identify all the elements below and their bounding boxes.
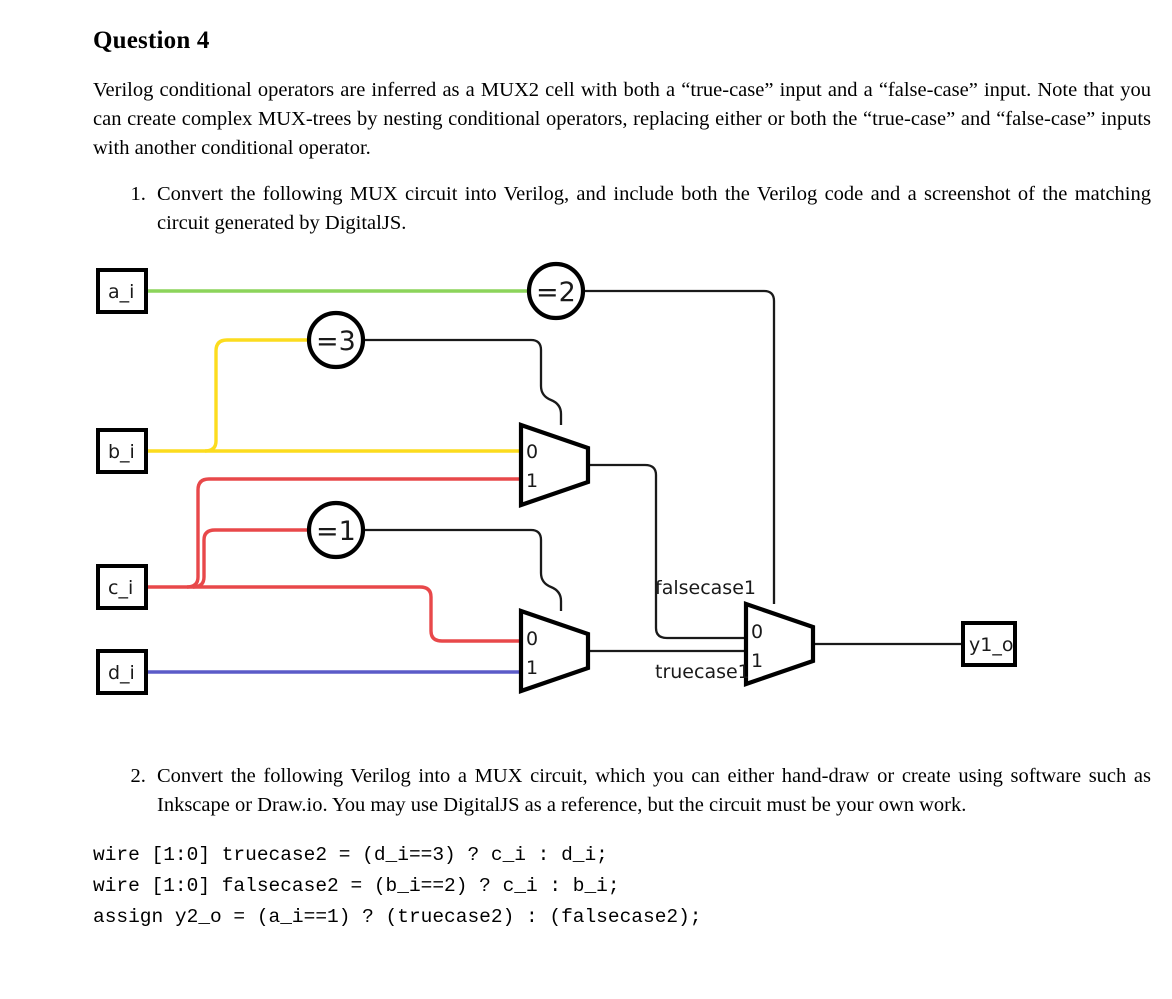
eq1-gate[interactable]: =1 [306,500,366,560]
output-label-y1_o: y1_o [969,634,1013,656]
question-list-2: Convert the following Verilog into a MUX… [93,762,1151,820]
mux-top-input0-label: 0 [526,441,538,463]
mux-bottom-input0-label: 0 [526,628,538,650]
input-label-b_i: b_i [108,441,135,463]
wire-c_i-to-mux-top-in1 [186,477,521,589]
question-list: Convert the following MUX circuit into V… [93,180,1151,238]
input-block-c_i[interactable]: c_i [96,564,148,610]
document-body-lower: Convert the following Verilog into a MUX… [93,745,1151,933]
input-label-a_i: a_i [108,281,134,303]
mux-final-input0-label: 0 [751,621,763,643]
mux-top[interactable]: 0 1 [518,422,591,508]
eq3-gate[interactable]: =3 [306,310,366,370]
wire-eq3-to-mux-top-select [363,338,563,425]
wire-label-truecase1: truecase1 [655,661,750,683]
intro-paragraph: Verilog conditional operators are inferr… [93,79,1151,159]
input-block-b_i[interactable]: b_i [96,428,148,474]
eq2-gate[interactable]: =2 [526,261,586,321]
wire-eq1-to-mux-bottom-select [363,528,563,611]
wire-c_i-to-eq1 [192,528,309,589]
mux-bottom[interactable]: 0 1 [518,608,591,694]
wire-eq2-to-mux-final-select [583,289,776,604]
mux-final[interactable]: 0 1 [743,601,816,687]
eq1-gate-label: =1 [316,516,356,547]
verilog-code-block: wire [1:0] truecase2 = (d_i==3) ? c_i : … [93,844,702,928]
input-label-d_i: d_i [108,662,135,684]
list-item: Convert the following MUX circuit into V… [151,180,1151,238]
output-block-y1_o[interactable]: y1_o [961,621,1017,667]
input-block-d_i[interactable]: d_i [96,649,148,695]
mux-final-input1-label: 1 [751,650,763,672]
wire-label-falsecase1: falsecase1 [655,577,756,599]
input-block-a_i[interactable]: a_i [96,268,148,314]
mux-top-input1-label: 1 [526,470,538,492]
document-body: Question 4 Verilog conditional operators… [93,24,1151,238]
input-label-c_i: c_i [108,577,133,599]
mux-bottom-input1-label: 1 [526,657,538,679]
list-item: Convert the following Verilog into a MUX… [151,762,1151,820]
eq2-gate-label: =2 [536,277,576,308]
wire-b_i-to-eq3 [204,338,309,453]
eq3-gate-label: =3 [316,326,356,357]
page-title: Question 4 [93,27,210,54]
wire-c_i-to-mux-bottom-in0 [146,585,521,643]
wire-mux-top-to-mux-final-in0 [588,463,746,640]
